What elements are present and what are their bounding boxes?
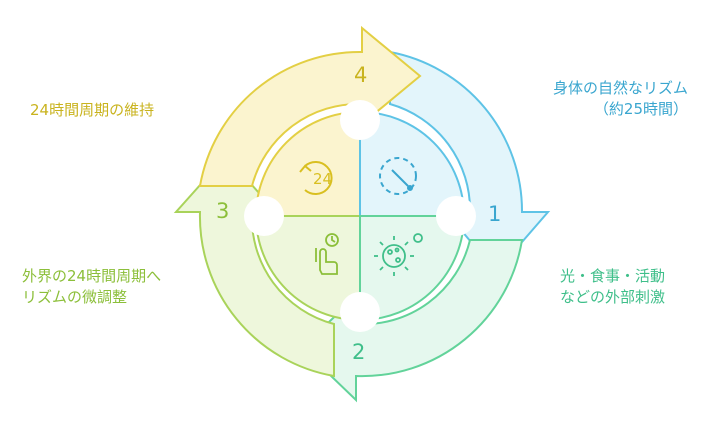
cycle-24-icon bbox=[299, 161, 333, 195]
step-3-line2: リズムの微調整 bbox=[22, 288, 128, 306]
step-number-2: 2 bbox=[352, 340, 365, 364]
arc-step-2 bbox=[300, 239, 524, 403]
step-2-label: 光・食事・活動 などの外部刺激 bbox=[560, 266, 665, 308]
step-3-label: 外界の24時間周期へ リズムの微調整 bbox=[22, 266, 161, 308]
notch-bottom bbox=[340, 292, 380, 332]
notch-left bbox=[244, 196, 284, 236]
arc-step-4 bbox=[198, 25, 422, 187]
clock-dial-icon bbox=[379, 157, 417, 195]
step-number-4: 4 bbox=[354, 63, 367, 87]
step-2-line1: 光・食事・活動 bbox=[560, 267, 666, 285]
arc-step-1 bbox=[389, 50, 551, 274]
notch-right bbox=[436, 196, 476, 236]
step-number-3: 3 bbox=[216, 199, 229, 223]
step-number-1: 1 bbox=[488, 202, 501, 226]
hand-touch-clock-icon bbox=[315, 233, 339, 275]
cycle-24-icon-text: 24 bbox=[313, 170, 332, 188]
step-1-line1: 身体の自然なリズム bbox=[552, 79, 688, 97]
sun-virus-icon bbox=[374, 233, 423, 276]
step-4-label: 24時間周期の維持 bbox=[30, 100, 154, 121]
arc-step-3 bbox=[173, 154, 335, 378]
step-1-label: 身体の自然なリズム （約25時間） bbox=[520, 78, 688, 120]
step-3-line1: 外界の24時間周期へ bbox=[22, 267, 162, 285]
step-1-line2: （約25時間） bbox=[593, 100, 688, 118]
step-2-line2: などの外部刺激 bbox=[560, 288, 666, 306]
step-4-line1: 24時間周期の維持 bbox=[30, 101, 155, 119]
notch-top bbox=[340, 100, 380, 140]
